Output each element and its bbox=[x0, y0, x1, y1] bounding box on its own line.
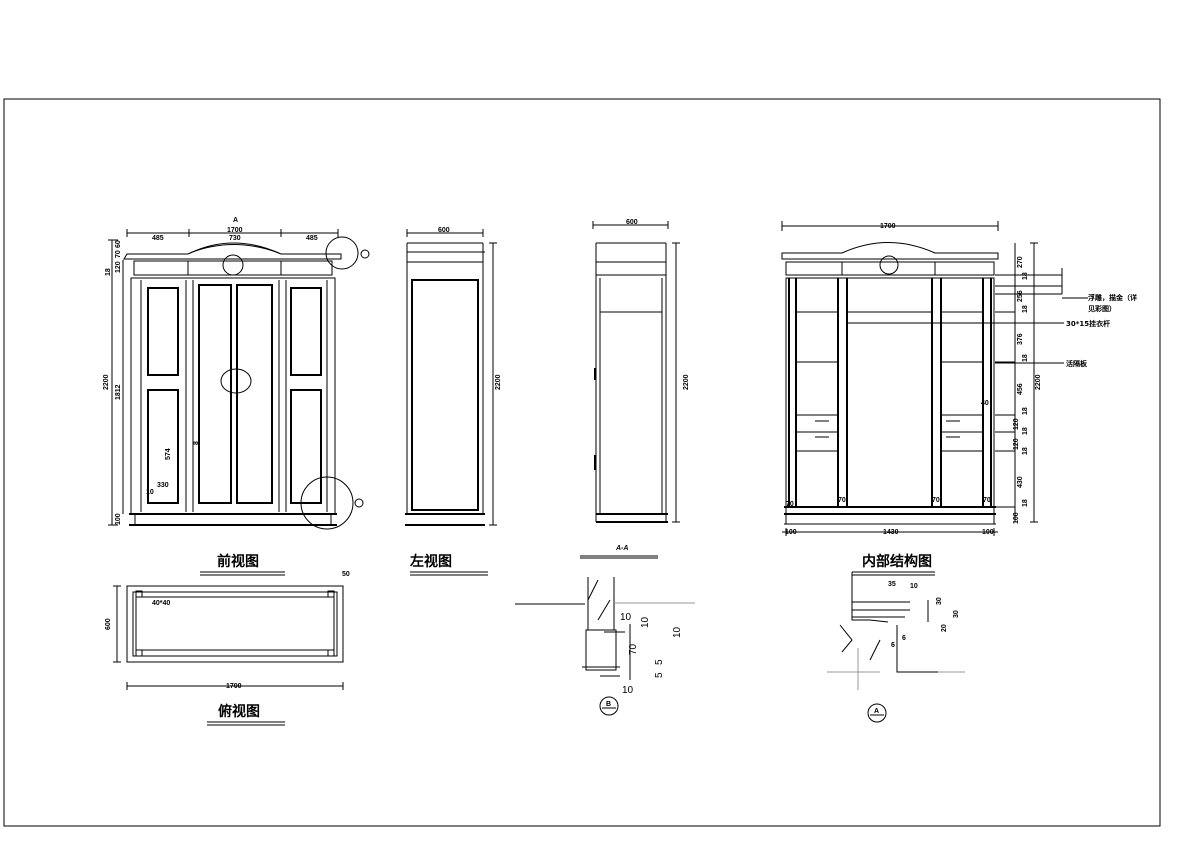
svg-text:120: 120 bbox=[1013, 438, 1020, 450]
svg-text:35: 35 bbox=[888, 581, 896, 588]
svg-text:70: 70 bbox=[983, 497, 991, 504]
svg-text:20: 20 bbox=[941, 624, 948, 632]
svg-text:18: 18 bbox=[1022, 272, 1029, 280]
svg-text:730: 730 bbox=[229, 235, 241, 242]
top-view-title: 俯视图 bbox=[218, 703, 260, 720]
svg-text:600: 600 bbox=[438, 227, 450, 234]
svg-text:30: 30 bbox=[936, 597, 943, 605]
section-a-a-view: 600 2200 A-A bbox=[580, 219, 690, 559]
interior-view-title: 内部结构图 bbox=[862, 553, 932, 570]
svg-text:100: 100 bbox=[1013, 512, 1020, 524]
svg-text:B: B bbox=[606, 701, 611, 708]
svg-text:100: 100 bbox=[785, 529, 797, 536]
svg-text:1430: 1430 bbox=[883, 529, 899, 536]
svg-text:2200: 2200 bbox=[683, 374, 690, 390]
svg-text:40: 40 bbox=[981, 400, 989, 407]
svg-text:485: 485 bbox=[152, 235, 164, 242]
left-view: 600 2200 左视图 bbox=[405, 227, 502, 576]
svg-text:120: 120 bbox=[1013, 418, 1020, 430]
svg-text:A: A bbox=[874, 708, 879, 715]
carving-note: 浮雕，描金（详 bbox=[1088, 293, 1137, 302]
svg-text:376: 376 bbox=[1017, 333, 1024, 345]
svg-text:256: 256 bbox=[1017, 290, 1024, 302]
svg-text:18: 18 bbox=[1022, 407, 1029, 415]
drawing-frame bbox=[3, 98, 1161, 827]
svg-text:2200: 2200 bbox=[103, 374, 110, 390]
svg-text:1700: 1700 bbox=[227, 227, 243, 234]
svg-text:2200: 2200 bbox=[1035, 374, 1042, 390]
svg-text:10: 10 bbox=[146, 489, 154, 496]
svg-text:5: 5 bbox=[654, 672, 665, 678]
svg-text:120: 120 bbox=[115, 261, 122, 273]
svg-text:8: 8 bbox=[193, 441, 200, 445]
svg-text:1700: 1700 bbox=[880, 223, 896, 230]
svg-text:10: 10 bbox=[910, 583, 918, 590]
svg-text:70: 70 bbox=[628, 643, 639, 655]
svg-text:50: 50 bbox=[342, 571, 350, 578]
front-view-title: 前视图 bbox=[217, 553, 259, 570]
svg-text:430: 430 bbox=[1017, 476, 1024, 488]
svg-text:18: 18 bbox=[1022, 354, 1029, 362]
svg-text:574: 574 bbox=[165, 448, 172, 460]
svg-text:485: 485 bbox=[306, 235, 318, 242]
svg-text:A-A: A-A bbox=[615, 545, 628, 552]
front-view: 1700 485 730 485 A 2200 1812 100 18 120 … bbox=[103, 217, 370, 576]
hanging-rail-note: 30*15挂衣杆 bbox=[1066, 319, 1110, 328]
svg-text:60: 60 bbox=[115, 240, 122, 248]
svg-text:30: 30 bbox=[953, 610, 960, 618]
svg-text:2200: 2200 bbox=[495, 374, 502, 390]
svg-text:40*40: 40*40 bbox=[152, 600, 170, 607]
svg-text:456: 456 bbox=[1017, 383, 1024, 395]
svg-text:10: 10 bbox=[622, 685, 634, 696]
svg-text:18: 18 bbox=[1022, 427, 1029, 435]
svg-text:18: 18 bbox=[1022, 305, 1029, 313]
svg-text:6: 6 bbox=[891, 642, 895, 649]
svg-text:100: 100 bbox=[982, 529, 994, 536]
svg-text:1812: 1812 bbox=[115, 384, 122, 400]
svg-text:18: 18 bbox=[1022, 499, 1029, 507]
svg-text:70: 70 bbox=[115, 250, 122, 258]
svg-text:6: 6 bbox=[902, 635, 906, 642]
detail-b: 10 10 10 70 5 5 10 B bbox=[515, 577, 695, 716]
shelf-note: 活隔板 bbox=[1066, 359, 1088, 368]
svg-text:5: 5 bbox=[654, 659, 665, 665]
detail-a: 35 10 30 30 20 6 6 A bbox=[827, 572, 965, 723]
svg-text:18: 18 bbox=[1022, 447, 1029, 455]
svg-text:70: 70 bbox=[786, 501, 794, 508]
interior-view: 1700 100 1430 100 70 70 70 70 40 270 18 … bbox=[781, 221, 1137, 576]
svg-text:10: 10 bbox=[620, 612, 632, 623]
svg-text:10: 10 bbox=[640, 616, 651, 628]
svg-text:70: 70 bbox=[932, 497, 940, 504]
svg-text:70: 70 bbox=[838, 497, 846, 504]
svg-text:600: 600 bbox=[105, 618, 112, 630]
svg-text:18: 18 bbox=[105, 268, 112, 276]
svg-text:见彩图）: 见彩图） bbox=[1088, 304, 1116, 313]
svg-text:270: 270 bbox=[1017, 256, 1024, 268]
svg-text:A: A bbox=[233, 217, 238, 224]
svg-text:1700: 1700 bbox=[226, 683, 242, 690]
top-view: 40*40 50 600 1700 俯视图 bbox=[105, 571, 350, 726]
svg-text:100: 100 bbox=[115, 513, 122, 525]
svg-text:600: 600 bbox=[626, 219, 638, 226]
svg-text:10: 10 bbox=[672, 626, 683, 638]
left-view-title: 左视图 bbox=[409, 553, 452, 570]
svg-text:330: 330 bbox=[157, 482, 169, 489]
